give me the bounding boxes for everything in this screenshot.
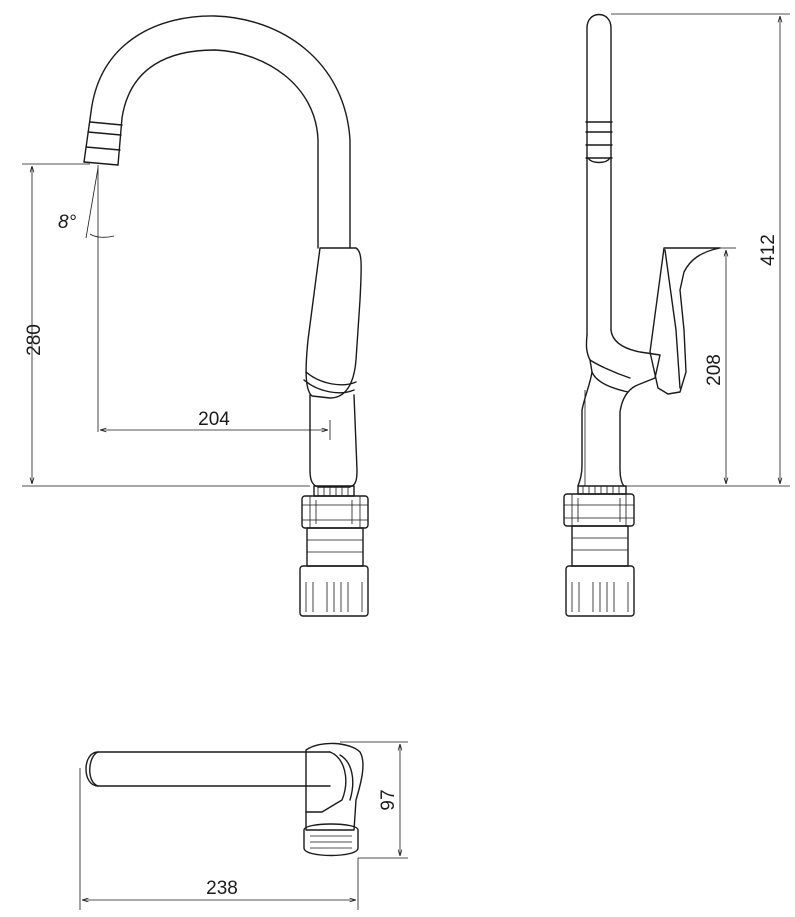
top-base bbox=[303, 823, 359, 857]
side-dimensions: 412 208 bbox=[611, 13, 790, 487]
dim-total-height: 412 bbox=[758, 234, 779, 266]
side-spout bbox=[586, 13, 612, 336]
dim-outlet-angle: 8° bbox=[58, 212, 77, 233]
dim-spout-reach: 204 bbox=[198, 409, 230, 430]
side-aerator bbox=[585, 121, 613, 159]
top-lever bbox=[305, 742, 364, 831]
dim-lever-height: 208 bbox=[704, 354, 725, 386]
side-mount-nut bbox=[563, 493, 635, 527]
dim-lever-width: 97 bbox=[378, 789, 399, 810]
front-dimensions: 280 204 8° bbox=[22, 163, 331, 487]
dim-total-depth: 238 bbox=[206, 878, 238, 899]
dim-spout-height: 280 bbox=[24, 324, 45, 356]
front-spout bbox=[83, 15, 351, 249]
front-body bbox=[309, 394, 358, 488]
front-aerator bbox=[83, 121, 123, 166]
side-shank bbox=[571, 525, 629, 567]
front-view bbox=[83, 15, 369, 617]
front-lock-nut bbox=[299, 565, 369, 617]
front-lever bbox=[305, 247, 362, 399]
side-lever bbox=[649, 247, 721, 395]
top-spout bbox=[85, 751, 331, 787]
side-lock-nut bbox=[565, 565, 635, 617]
side-view bbox=[563, 13, 721, 617]
front-shank bbox=[306, 527, 364, 567]
top-view bbox=[85, 742, 364, 857]
top-dimensions: 97 238 bbox=[79, 741, 408, 910]
front-mount-nut bbox=[301, 495, 369, 529]
side-body bbox=[577, 329, 661, 487]
